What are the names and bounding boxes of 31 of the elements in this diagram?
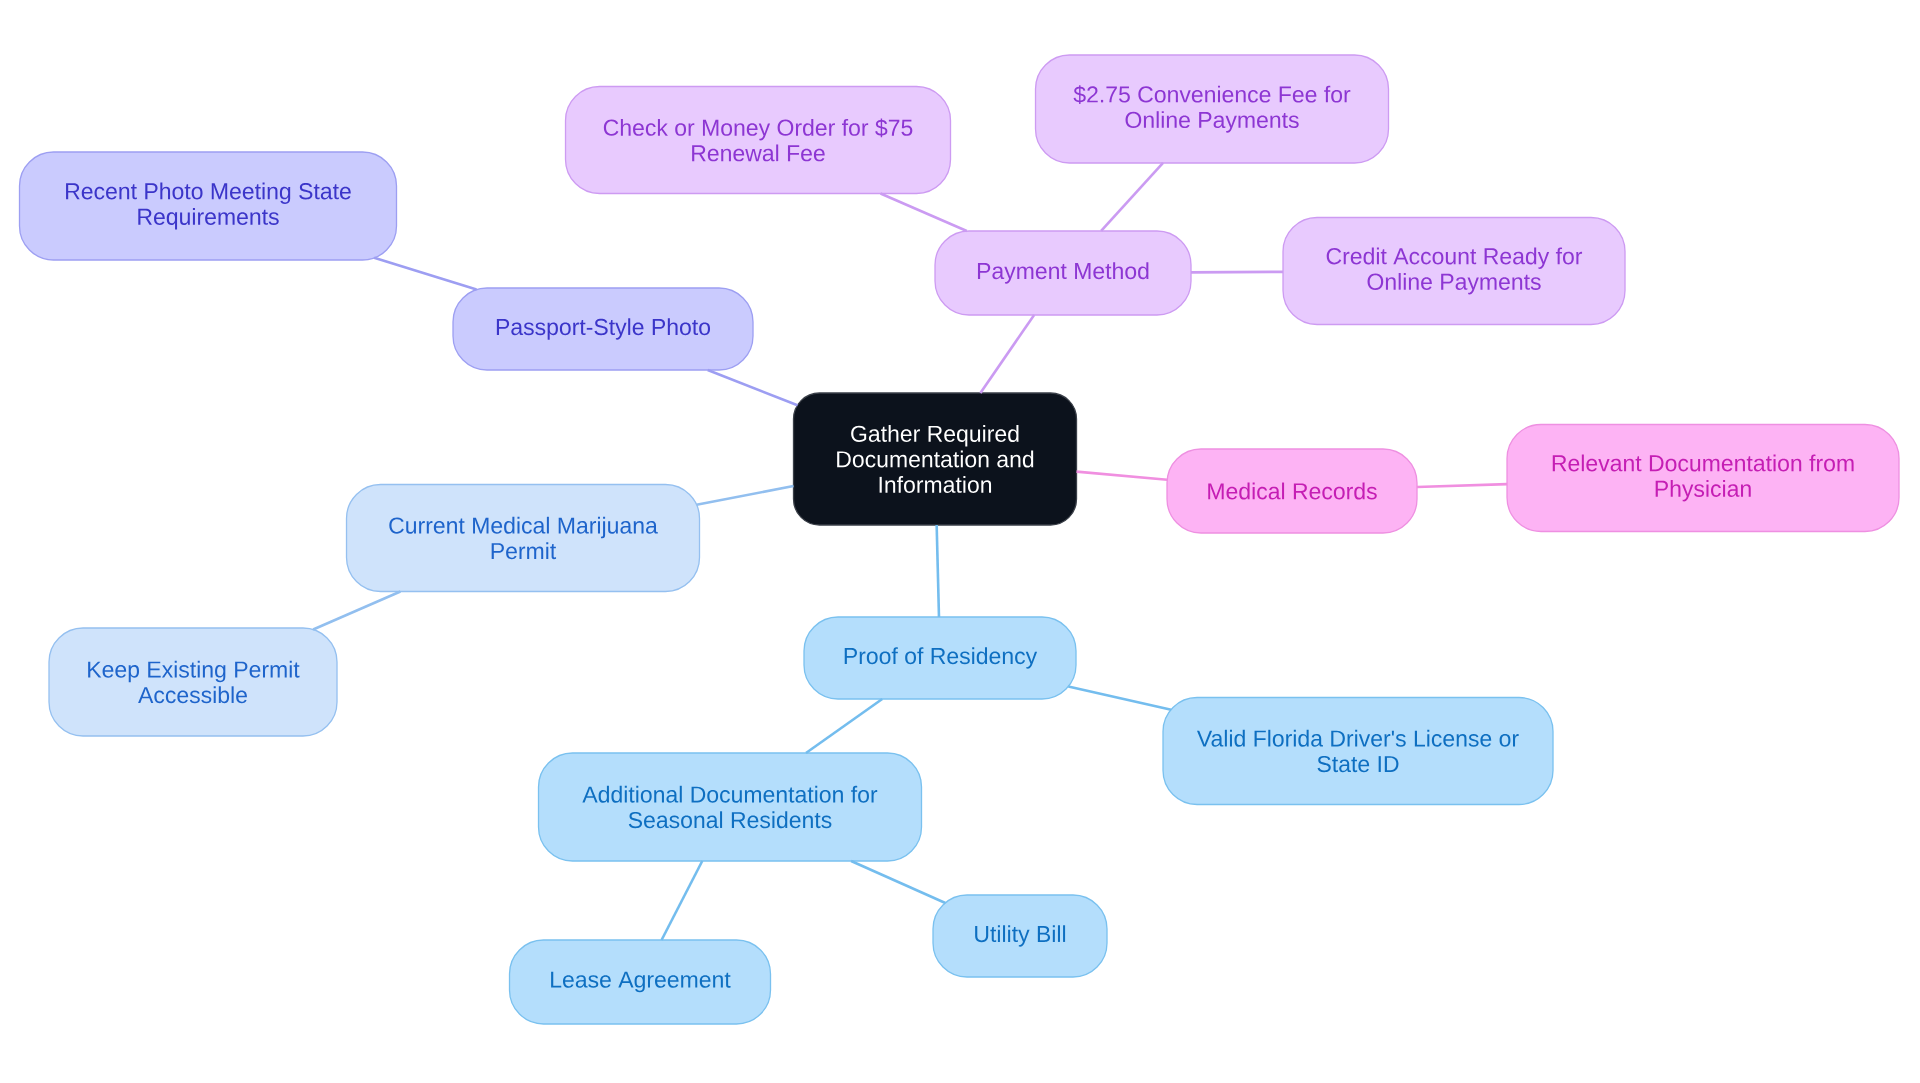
connector-line [696,484,794,506]
connector-line [805,697,883,755]
connector-line [373,256,477,291]
connector-line [312,590,401,631]
subtopic-box: Check or Money Order for $75 Renewal Fee [564,85,952,195]
topic-box: Proof of Residency [803,616,1077,700]
topic-box: Passport-Style Photo [452,287,754,371]
connector-line [1100,162,1164,232]
connector-line [1191,270,1283,274]
subtopic-box: Utility Bill [932,894,1108,978]
connector-line [979,314,1036,394]
subtopic-box: Recent Photo Meeting State Requirements [18,151,398,261]
connector-line [660,860,704,941]
connector-line [1068,685,1172,711]
topic-box: Payment Method [934,230,1192,316]
topic-box: Current Medical Marijuana Permit [345,483,701,593]
connector-line [880,192,968,233]
subtopic-box: Relevant Documentation from Physician [1506,423,1900,533]
subtopic-box: Valid Florida Driver's License or State ID [1162,696,1554,806]
subtopic-box: Lease Agreement [508,939,772,1025]
subtopic-box: Keep Existing Permit Accessible [48,627,338,737]
subtopic-box: Credit Account Ready for Online Payments [1282,216,1626,326]
subtopic-box: Additional Documentation for Seasonal Residents [537,752,923,862]
connector-line [935,524,941,617]
subtopic-box: $2.75 Convenience Fee for Online Payments [1034,54,1390,164]
topic-box: Medical Records [1166,448,1418,534]
connector-line [1416,482,1508,489]
central-topic-box: Gather Required Documentation and Information [792,392,1078,526]
connector-line [707,368,798,407]
connector-line [1076,470,1168,482]
connector-line [850,859,946,905]
